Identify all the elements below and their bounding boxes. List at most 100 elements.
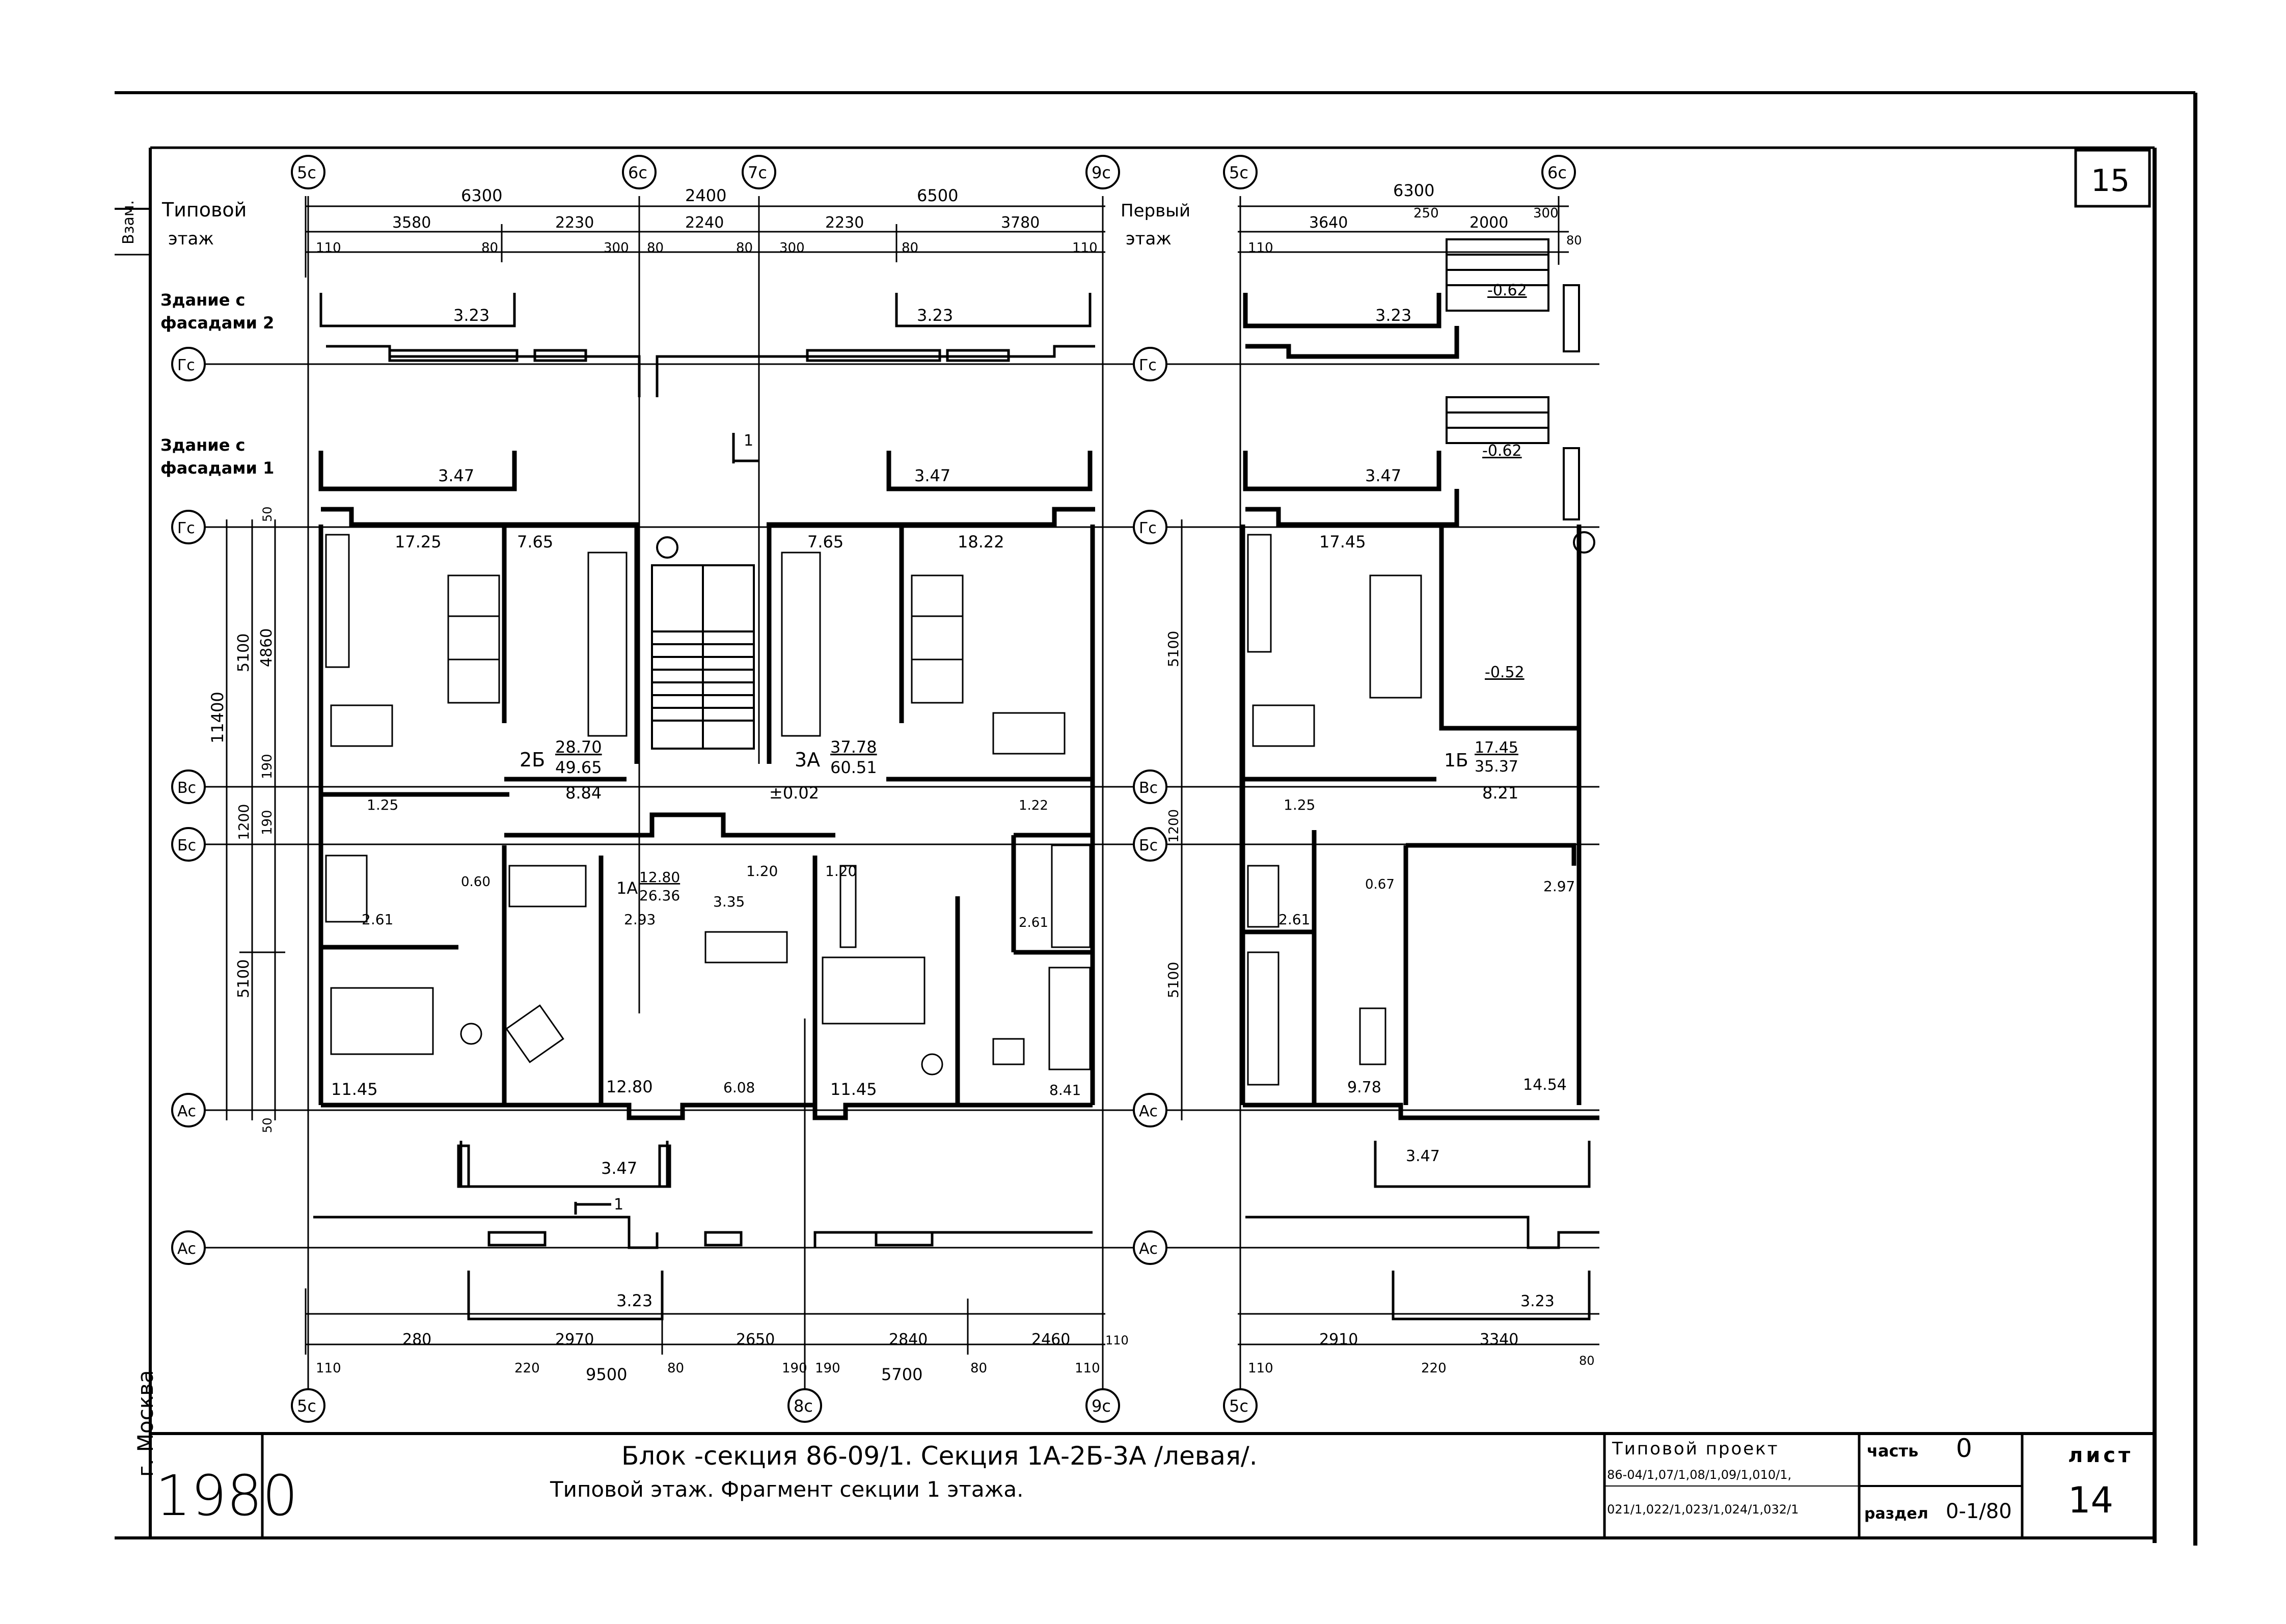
dimension: 5100 <box>235 634 253 672</box>
dimension: 80 <box>1579 1354 1595 1368</box>
dimension: 110 <box>1105 1333 1129 1347</box>
dimension: 190 <box>815 1361 840 1376</box>
typical-floor-heading: Типовой <box>161 199 247 221</box>
axis-label: 8с <box>794 1396 813 1416</box>
room-area: 3.23 <box>616 1291 652 1310</box>
axis-label: 6с <box>628 163 647 182</box>
room-area: 12.80 <box>606 1077 653 1096</box>
room-area: 11.45 <box>830 1080 877 1099</box>
room-area: 3.35 <box>713 893 745 910</box>
room-area: 1.25 <box>367 796 398 813</box>
axis-bubbles-left <box>171 347 206 1265</box>
dimension: 2230 <box>555 214 594 232</box>
room-area: 0.67 <box>1365 877 1395 892</box>
axis-label: 9с <box>1092 163 1111 182</box>
dimension: 1200 <box>1166 809 1182 843</box>
axis-label: 6с <box>1547 163 1567 182</box>
apartment-type: 2Б <box>520 749 545 771</box>
room-area: 6.08 <box>723 1079 755 1096</box>
dimension: 2000 <box>1469 214 1508 232</box>
project-codes-2: 021/1,022/1,023/1,024/1,032/1 <box>1607 1502 1799 1517</box>
dimension: 9500 <box>586 1365 627 1384</box>
room-area: 8.41 <box>1049 1082 1081 1098</box>
axis-label: Вс <box>1139 779 1158 797</box>
typical-floor-plan <box>204 196 1141 1390</box>
axis-label: Вс <box>177 779 196 797</box>
apartment-total-area: 26.36 <box>639 887 680 904</box>
room-area: ±0.02 <box>769 783 819 803</box>
apartments-outline <box>318 451 1095 1120</box>
typical-floor-heading-2: этаж <box>168 229 214 249</box>
part-label: часть <box>1867 1441 1919 1461</box>
facade-1-label-2: фасадами 1 <box>160 458 274 478</box>
dimension: 2910 <box>1319 1331 1358 1348</box>
dimension: 5100 <box>1165 631 1182 667</box>
dimension: 110 <box>1075 1361 1100 1376</box>
facade-1-label: Здание с <box>160 435 246 455</box>
axis-label: Ас <box>1139 1240 1158 1258</box>
room-area: 3.47 <box>601 1159 637 1178</box>
room-area: 8.84 <box>565 783 602 803</box>
room-area: 17.45 <box>1319 532 1366 552</box>
room-area: 2.97 <box>1543 878 1575 895</box>
dimension: 6300 <box>461 186 502 205</box>
dimension: 250 <box>1413 206 1439 221</box>
dimension: 190 <box>260 754 275 779</box>
room-area: 3.23 <box>1520 1292 1555 1310</box>
axis-bubbles-bottom <box>291 1388 1120 1423</box>
title-line-2: Типовой этаж. Фрагмент секции 1 этажа. <box>550 1477 1024 1502</box>
axis-label: 5с <box>1229 1396 1248 1416</box>
project-label: Типовой проект <box>1612 1439 1779 1459</box>
room-area: 1.22 <box>1019 798 1048 813</box>
dimension: 2460 <box>1031 1331 1070 1348</box>
first-floor-heading: Первый <box>1121 201 1190 221</box>
dimension: 2840 <box>889 1331 928 1348</box>
room-area: 9.78 <box>1347 1079 1381 1096</box>
axis-label: Бс <box>177 837 196 855</box>
axis-label: 7с <box>748 163 767 182</box>
dimension: 300 <box>779 240 805 256</box>
room-area: 3.23 <box>1375 306 1411 325</box>
apartment-label-1a: 1А 12.80 26.36 <box>616 869 680 904</box>
room-area: 14.54 <box>1523 1076 1567 1094</box>
axis-label: Гс <box>1139 519 1157 537</box>
dimension: 80 <box>481 240 498 256</box>
room-area: 1.25 <box>1284 796 1315 813</box>
room-area: 0.60 <box>461 874 491 890</box>
dimension: 6500 <box>917 186 958 205</box>
apartment-label-1b: 1Б 17.45 35.37 <box>1444 739 1518 776</box>
section-mark <box>574 433 759 1215</box>
dimension: 1200 <box>235 804 252 840</box>
room-area: 3.47 <box>1365 466 1401 485</box>
dimension: 190 <box>260 810 275 835</box>
dimension-lines-left <box>216 519 285 1120</box>
first-floor-axis-bubbles <box>1133 155 1576 1423</box>
room-area: 2.93 <box>624 911 656 928</box>
dimension: 220 <box>514 1361 540 1376</box>
dimension: 80 <box>736 240 753 256</box>
room-area: 3.47 <box>914 466 950 485</box>
sheet-value: 14 <box>2068 1479 2114 1521</box>
dimension: 80 <box>647 240 664 256</box>
axis-label: 9с <box>1092 1396 1111 1416</box>
dimension: 2650 <box>736 1331 775 1348</box>
apartment-type: 3А <box>795 749 820 771</box>
axis-label: 5с <box>297 1396 316 1416</box>
dimension: 5700 <box>881 1365 922 1384</box>
section-label: раздел <box>1864 1505 1928 1523</box>
apartment-living-area: 17.45 <box>1475 739 1518 757</box>
loggia-row-facade-2 <box>319 293 1095 397</box>
axis-label: Ас <box>1139 1103 1158 1120</box>
room-area: 8.21 <box>1482 783 1518 803</box>
room-area: 7.65 <box>807 532 843 552</box>
section-mark-label: 1 <box>744 432 753 450</box>
room-area: 3.23 <box>453 306 489 325</box>
room-area: 2.61 <box>1019 915 1048 930</box>
axis-label: Ас <box>177 1103 196 1120</box>
dimension: 5100 <box>235 959 253 998</box>
first-floor-stair <box>1446 238 1595 554</box>
staircase <box>651 536 755 750</box>
axis-label: Бс <box>1139 837 1158 855</box>
sheet-corner-number: 15 <box>2091 163 2130 199</box>
